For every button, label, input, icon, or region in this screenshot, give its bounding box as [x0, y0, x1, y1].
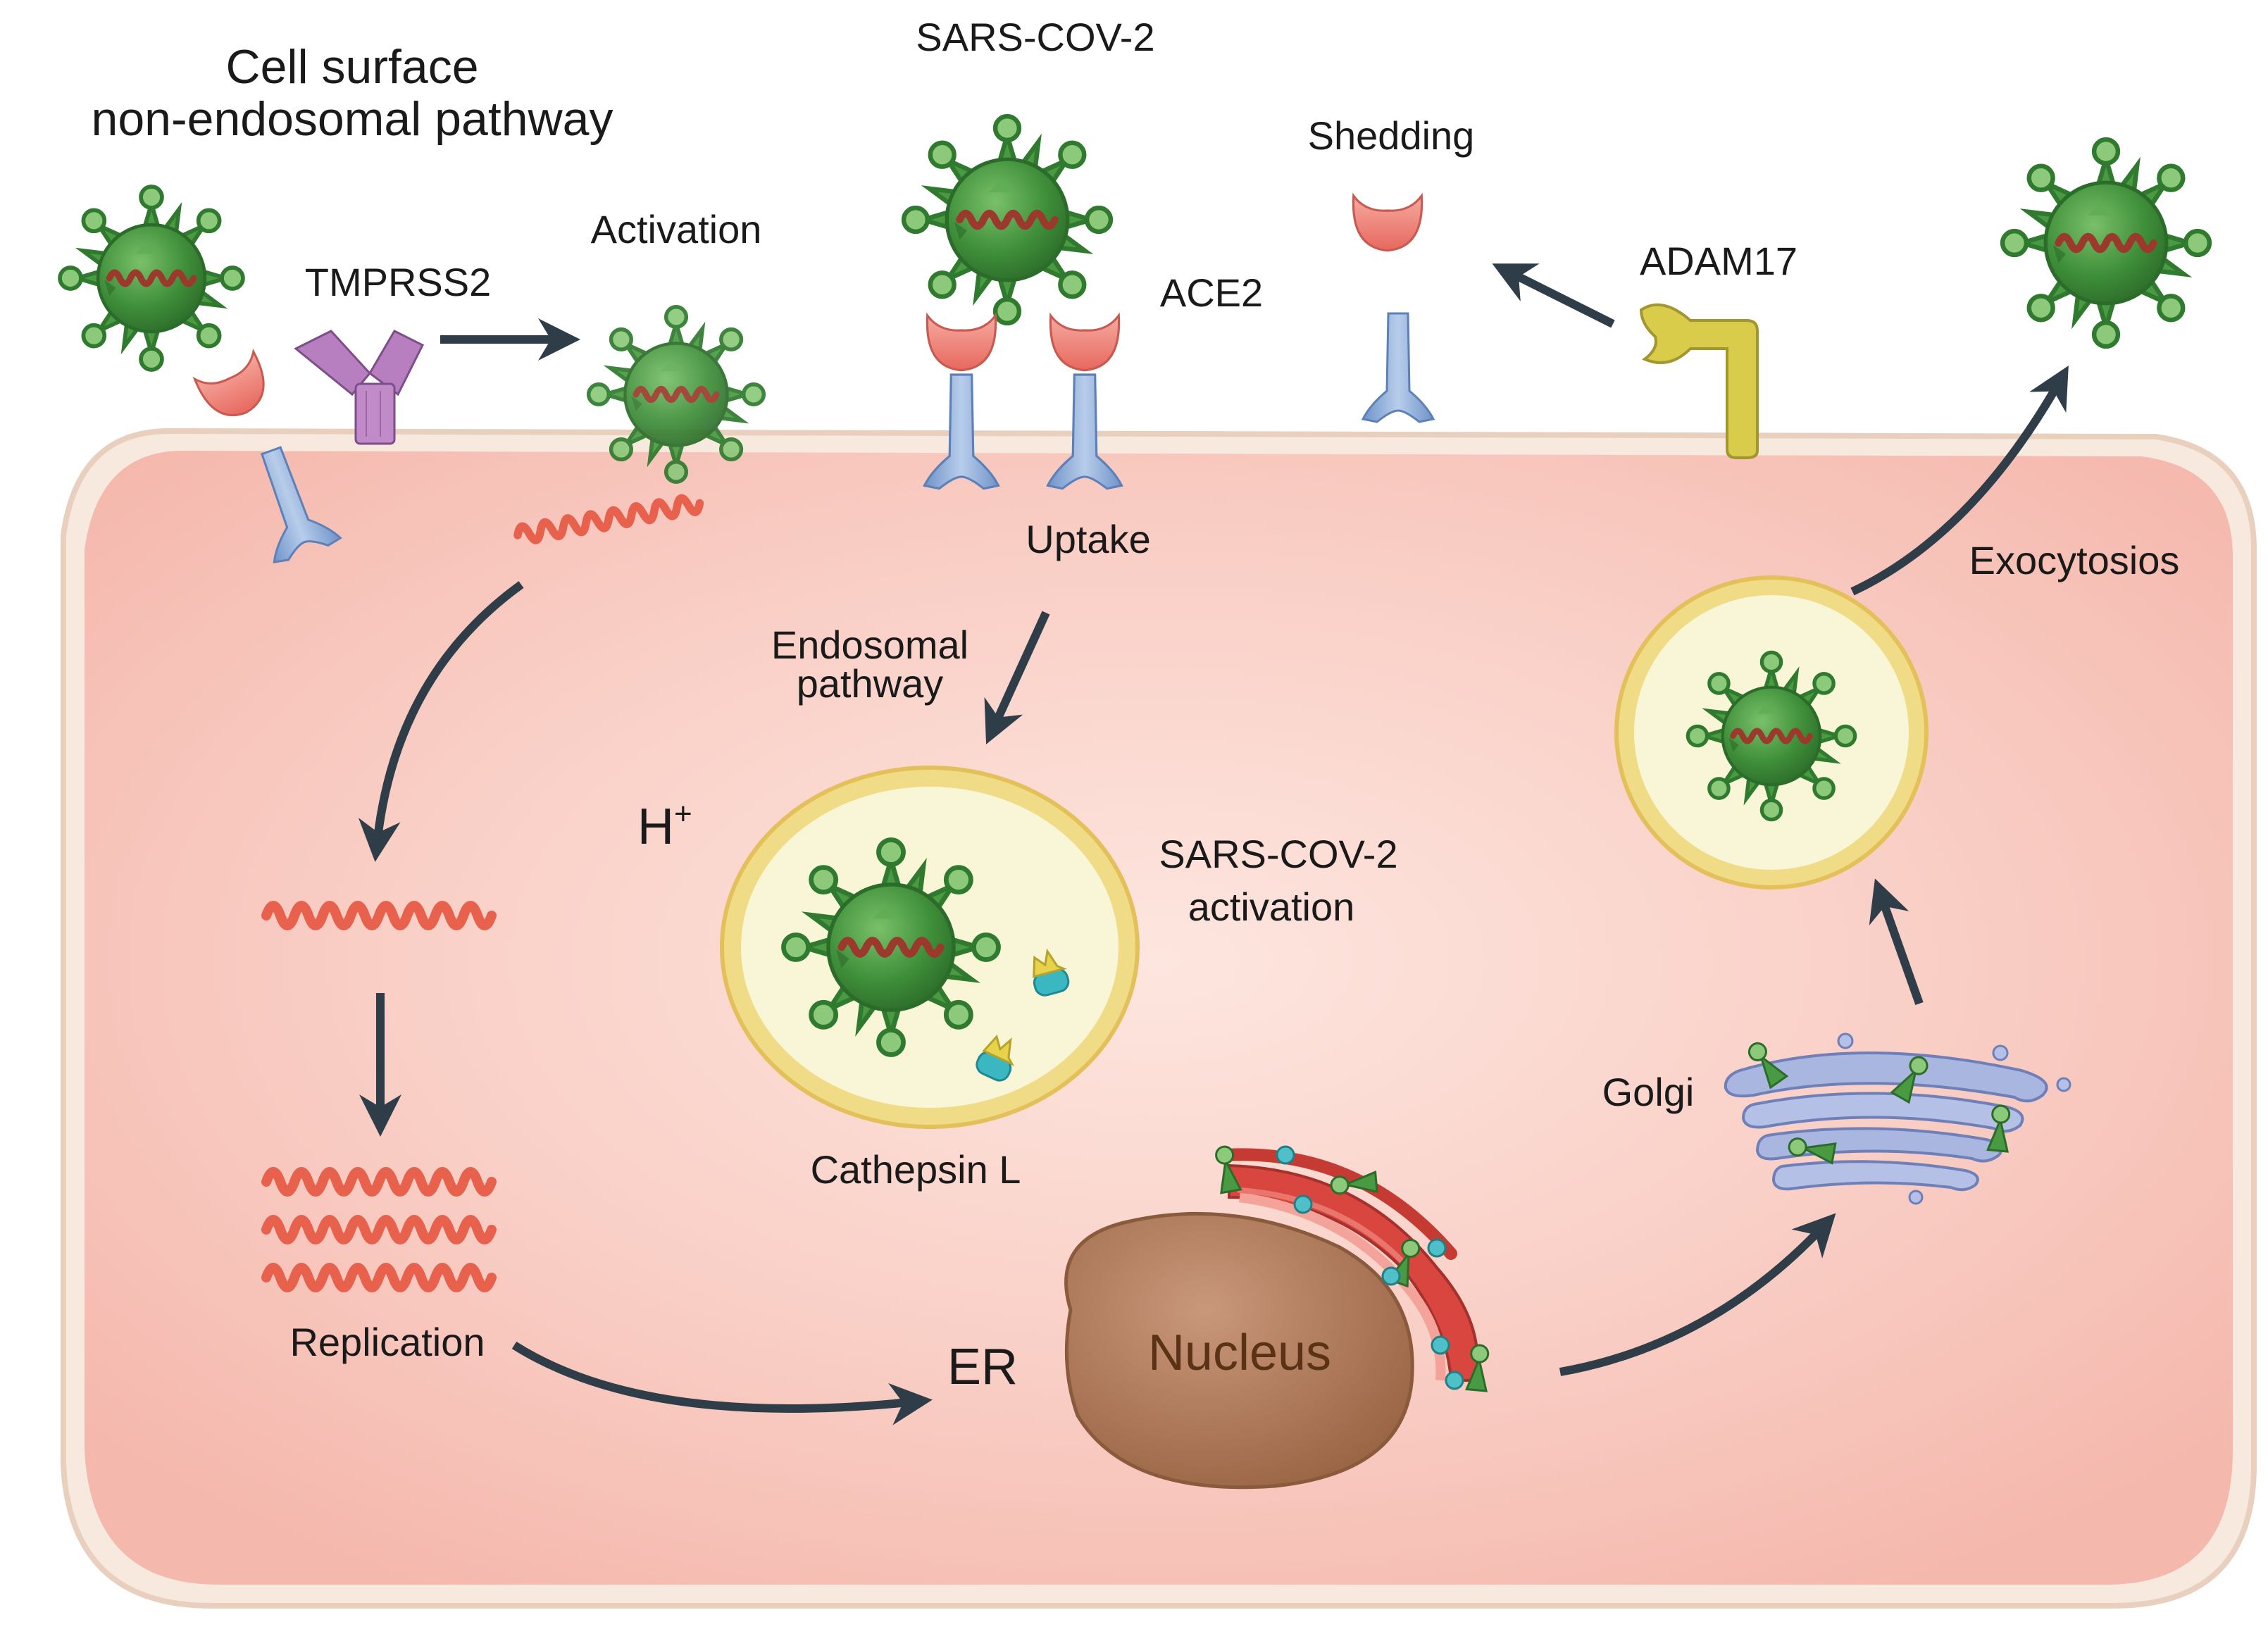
exocytic-vesicle-icon — [1614, 575, 1929, 890]
tmprss2-label: TMPRSS2 — [305, 260, 492, 304]
title-line-1: Cell surface — [225, 40, 478, 94]
arrow-icon — [1869, 878, 1924, 1006]
golgi-icon — [1724, 1032, 2071, 1205]
virus-icon — [783, 840, 998, 1054]
h-plus-label: H+ — [637, 797, 692, 855]
virus-icon — [60, 187, 243, 370]
sars-top-label: SARS-COV-2 — [916, 15, 1154, 59]
tmprss2-protease-icon — [294, 330, 425, 445]
arrow-icon — [984, 611, 1050, 744]
endosome-icon — [720, 766, 1140, 1129]
uptake-label: Uptake — [1026, 517, 1150, 561]
arrow-icon — [1850, 366, 2069, 596]
adam17-protease-icon — [1639, 303, 1759, 459]
arrow-icon — [511, 1341, 933, 1425]
ace2-label: ACE2 — [1160, 270, 1263, 315]
virus-icon — [1688, 652, 1855, 819]
replication-label: Replication — [289, 1320, 485, 1364]
ace2-stem-icon — [1362, 312, 1435, 423]
adam17-label: ADAM17 — [1640, 239, 1797, 283]
arrow-icon — [358, 581, 524, 862]
arrow-icon — [1559, 1213, 1836, 1376]
exocytosis-label: Exocytosios — [1969, 538, 2180, 582]
er-spike-icons — [1212, 1144, 1492, 1392]
virus-icon — [904, 116, 1111, 323]
er-label: ER — [947, 1339, 1018, 1395]
endosomal-label-line-2: pathway — [797, 661, 944, 706]
arrow-icon — [1492, 263, 1615, 328]
virus-icon — [589, 307, 764, 482]
sars-activation-label-line-2: activation — [1188, 885, 1355, 929]
cathepsin-label: Cathepsin L — [811, 1147, 1021, 1192]
activation-label: Activation — [591, 207, 762, 251]
endosomal-label-line-1: Endosomal — [771, 623, 968, 667]
nucleus-label: Nucleus — [1148, 1325, 1331, 1381]
ace2-receptor-icon — [1352, 194, 1423, 252]
golgi-label: Golgi — [1602, 1070, 1695, 1114]
nucleus-icon — [1064, 1211, 1414, 1490]
title-line-2: non-endosomal pathway — [92, 92, 613, 146]
virus-icon — [2002, 139, 2210, 347]
shedding-label: Shedding — [1308, 113, 1475, 158]
sars-activation-label-line-1: SARS-COV-2 — [1159, 832, 1397, 876]
